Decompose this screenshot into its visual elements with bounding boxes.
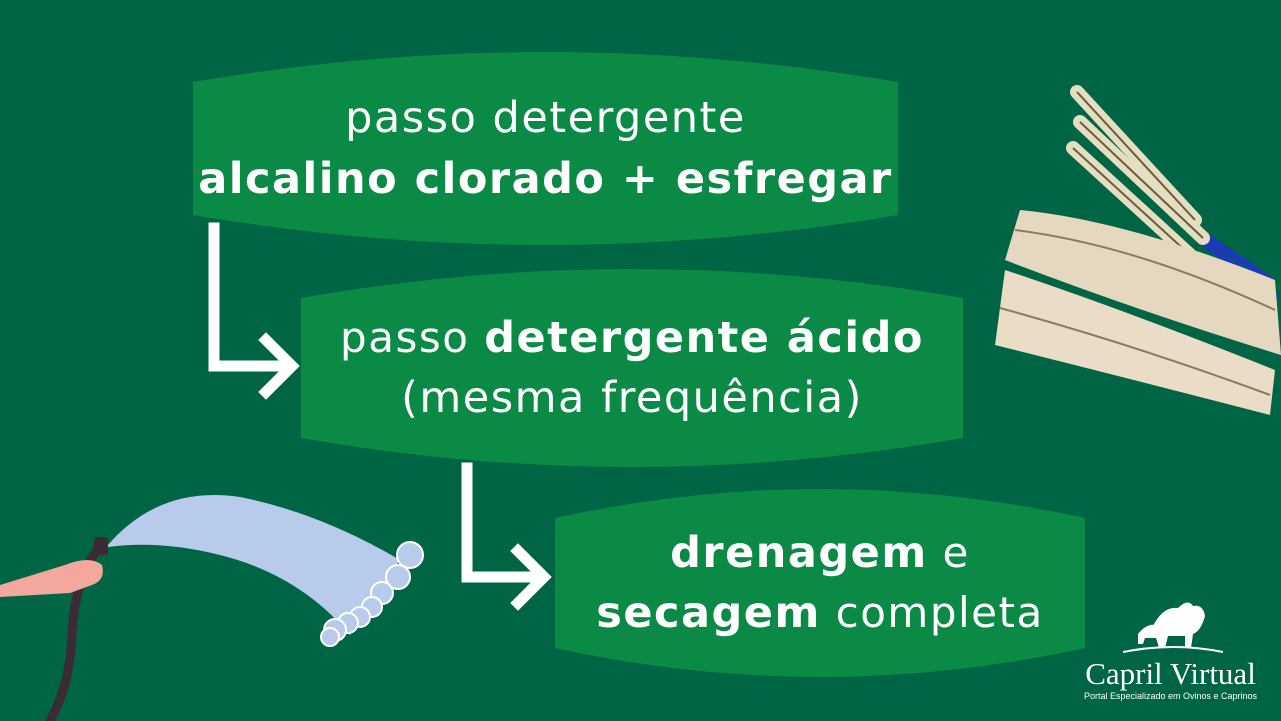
step-3-shape xyxy=(555,489,1085,677)
arrow-2-icon xyxy=(461,462,552,611)
step-3-line-2: secagem completa xyxy=(596,583,1043,643)
step-2-highlight: detergente ácido xyxy=(484,312,924,363)
step-3-highlight-1: drenagem xyxy=(670,527,928,578)
step-3-suffix-1: e xyxy=(927,527,970,577)
goat-logo-icon xyxy=(1123,602,1223,653)
step-3-box: drenagem e secagem completa xyxy=(555,488,1085,678)
step-3-highlight-2: secagem xyxy=(596,588,821,638)
step-2-line-1: passo detergente ácido xyxy=(340,308,924,368)
step-2-prefix: passo xyxy=(340,312,485,362)
logo-tagline: Portal Especializado em Ovinos e Caprino… xyxy=(1083,691,1258,701)
step-1-box: passo detergente alcalino clorado + esfr… xyxy=(193,52,898,245)
arrow-1-icon xyxy=(208,222,300,400)
step-2-line-2: (mesma frequência) xyxy=(401,373,863,423)
step-3-line-1: drenagem e xyxy=(670,523,970,583)
step-1-line-1: passo detergente xyxy=(345,93,746,144)
step-2-box: passo detergente ácido (mesma frequência… xyxy=(301,268,963,468)
step-1-shape xyxy=(193,52,898,245)
water-hose-icon xyxy=(0,495,424,721)
step-1-line-2: alcalino clorado + esfregar xyxy=(198,153,893,204)
step-2-shape xyxy=(301,269,963,467)
capril-virtual-logo: Capril Virtual Portal Especializado em O… xyxy=(1068,586,1273,706)
logo-name: Capril Virtual xyxy=(1085,656,1256,691)
step-3-suffix-2: completa xyxy=(820,588,1044,637)
bottle-brush-icon xyxy=(995,85,1281,415)
